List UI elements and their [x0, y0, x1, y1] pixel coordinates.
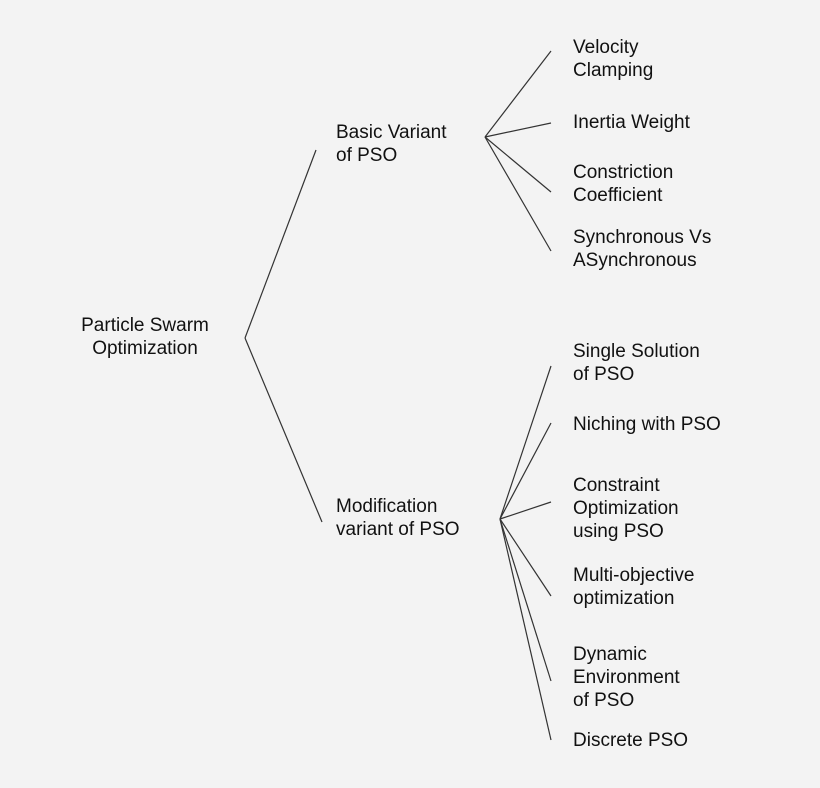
leaf-node-line: Synchronous Vs [573, 227, 712, 248]
leaf-node-line: Inertia Weight [573, 112, 690, 133]
branch-node-line: Modification [336, 496, 438, 517]
leaf-node-line: Velocity [573, 37, 639, 58]
branch-node-line: variant of PSO [336, 519, 460, 540]
edge-root-basic [244, 149, 317, 339]
leaf-node-line: Niching with PSO [573, 414, 721, 435]
edge-mod-3 [499, 501, 552, 520]
leaf-node: Single Solution of PSO [573, 340, 700, 386]
leaf-node-line: Multi-objective [573, 565, 695, 586]
branch-node-modification: Modification variant of PSO [336, 495, 460, 541]
edge-mod-6 [499, 518, 552, 741]
edge-basic-1 [484, 50, 552, 138]
leaf-node-line: of PSO [573, 690, 635, 711]
edge-mod-5 [499, 518, 552, 682]
leaf-node-line: optimization [573, 588, 675, 609]
leaf-node-line: Environment [573, 667, 680, 688]
root-node-line: Optimization [92, 338, 198, 359]
leaf-node: Constriction Coefficient [573, 161, 673, 207]
edge-mod-4 [499, 518, 552, 597]
edge-basic-2 [484, 122, 552, 138]
leaf-node: Inertia Weight [573, 111, 690, 134]
leaf-node-line: Dynamic [573, 644, 647, 665]
edge-basic-3 [484, 136, 552, 193]
edge-mod-1 [499, 365, 552, 520]
leaf-node-line: Constriction [573, 162, 674, 183]
branch-node-line: Basic Variant [336, 122, 447, 143]
leaf-node-line: ASynchronous [573, 250, 697, 271]
leaf-node-line: Coefficient [573, 185, 663, 206]
branch-node-basic: Basic Variant of PSO [336, 121, 447, 167]
leaf-node: Synchronous Vs ASynchronous [573, 226, 711, 272]
edge-root-modification [244, 337, 323, 523]
edge-mod-2 [499, 422, 552, 520]
leaf-node: Constraint Optimization using PSO [573, 474, 679, 543]
leaf-node-line: Constraint [573, 475, 660, 496]
leaf-node: Multi-objective optimization [573, 564, 694, 610]
leaf-node-line: using PSO [573, 521, 664, 542]
edge-basic-4 [484, 136, 552, 252]
root-node: Particle Swarm Optimization [62, 314, 228, 360]
leaf-node-line: Clamping [573, 60, 654, 81]
leaf-node-line: Single Solution [573, 341, 700, 362]
branch-node-line: of PSO [336, 145, 398, 166]
leaf-node: Niching with PSO [573, 413, 721, 436]
leaf-node-line: of PSO [573, 364, 635, 385]
leaf-node: Dynamic Environment of PSO [573, 643, 680, 712]
leaf-node-line: Discrete PSO [573, 730, 689, 751]
root-node-line: Particle Swarm [81, 315, 209, 336]
leaf-node: Velocity Clamping [573, 36, 653, 82]
leaf-node-line: Optimization [573, 498, 679, 519]
leaf-node: Discrete PSO [573, 729, 688, 752]
